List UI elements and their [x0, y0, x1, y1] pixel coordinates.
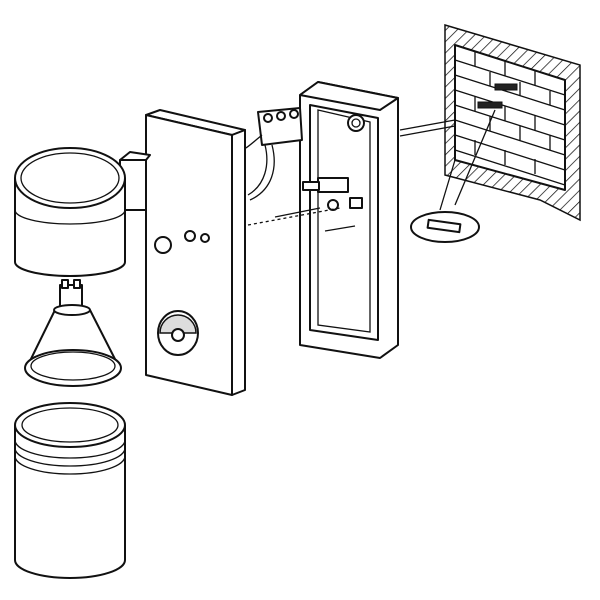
lamp-head [14, 147, 126, 277]
terminal-block [239, 107, 303, 201]
screws-and-wall-plugs [247, 207, 356, 232]
gu10-bulb [24, 279, 122, 387]
brick-wall [444, 23, 581, 222]
mounting-plate [299, 81, 399, 359]
lamp-body-with-sensor [119, 109, 246, 396]
glass-cover [14, 402, 126, 579]
mains-cable [399, 109, 496, 243]
